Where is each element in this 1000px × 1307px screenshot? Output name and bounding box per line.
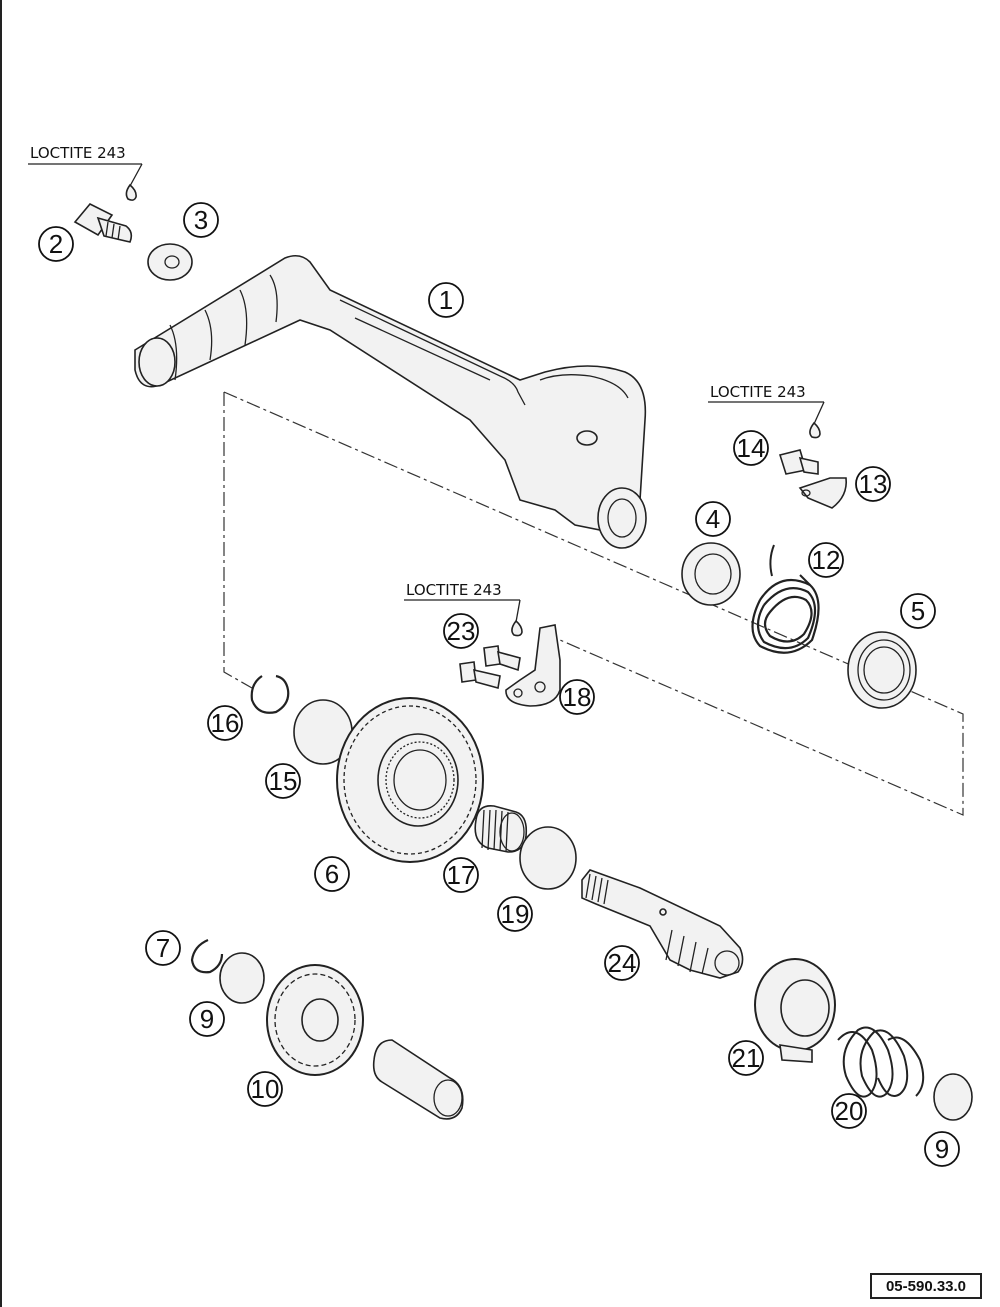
- callout-number: 23: [447, 616, 476, 646]
- callout-13: 13: [855, 466, 891, 502]
- washer-9-lower: [933, 1073, 973, 1121]
- kickstarter-shaft: [581, 869, 744, 979]
- kickstarter-gear: [336, 697, 484, 863]
- ratchet-gear: [754, 958, 836, 1063]
- callout-17: 17: [443, 857, 479, 893]
- callout-number: 9: [935, 1134, 949, 1164]
- callout-number: 24: [608, 948, 637, 978]
- callout-number: 1: [439, 285, 453, 315]
- callout-12: 12: [808, 542, 844, 578]
- idler-pin: [372, 1039, 464, 1120]
- callout-number: 12: [812, 545, 841, 575]
- loctite-note-3: LOCTITE 243: [404, 581, 523, 637]
- callout-24: 24: [604, 945, 640, 981]
- callout-number: 3: [194, 205, 208, 235]
- loctite-note-1: LOCTITE 243: [28, 144, 143, 201]
- callout-number: 4: [706, 504, 720, 534]
- callout-number: 15: [269, 766, 298, 796]
- callout-number: 13: [859, 469, 888, 499]
- callout-16: 16: [207, 705, 243, 741]
- callout-number: 21: [732, 1043, 761, 1073]
- washer-4: [681, 542, 741, 606]
- callout-7: 7: [145, 930, 181, 966]
- callout-number: 17: [447, 860, 476, 890]
- callout-18: 18: [559, 679, 595, 715]
- callout-14: 14: [733, 430, 769, 466]
- loctite-label-2: LOCTITE 243: [710, 383, 806, 401]
- callout-5: 5: [900, 593, 936, 629]
- callout-10: 10: [247, 1071, 283, 1107]
- callout-4: 4: [695, 501, 731, 537]
- page-border: [0, 0, 2, 1307]
- screw: [73, 203, 133, 243]
- callout-23: 23: [443, 613, 479, 649]
- callout-21: 21: [728, 1040, 764, 1076]
- drawing-code: 05-590.33.0: [870, 1273, 982, 1299]
- callout-20: 20: [831, 1093, 867, 1129]
- needle-bearing: [474, 804, 528, 853]
- callout-15: 15: [265, 763, 301, 799]
- callout-6: 6: [314, 856, 350, 892]
- callout-number: 20: [835, 1096, 864, 1126]
- callout-number: 9: [200, 1004, 214, 1034]
- callout-number: 18: [563, 682, 592, 712]
- torsion-spring: [751, 544, 820, 654]
- callout-number: 5: [911, 596, 925, 626]
- washer: [147, 243, 193, 281]
- circlip: [250, 674, 290, 714]
- bracket-and-bolt: [778, 449, 848, 509]
- callout-19: 19: [497, 896, 533, 932]
- loctite-drop-icon: [809, 421, 821, 439]
- callout-number: 10: [251, 1074, 280, 1104]
- callout-2: 2: [38, 226, 74, 262]
- return-spring: [837, 1026, 925, 1098]
- callout-1: 1: [428, 282, 464, 318]
- loctite-note-2: LOCTITE 243: [708, 383, 825, 439]
- callout-number: 7: [156, 933, 170, 963]
- loctite-label-1: LOCTITE 243: [30, 144, 126, 162]
- shim-washer: [519, 826, 577, 890]
- callout-number: 2: [49, 229, 63, 259]
- idler-gear: [266, 964, 364, 1076]
- washer-9: [219, 952, 265, 1004]
- callout-3: 3: [183, 202, 219, 238]
- callout-9-upper: 9: [189, 1001, 225, 1037]
- loctite-drop-icon: [511, 619, 523, 637]
- callout-number: 19: [501, 899, 530, 929]
- shaft-seal: [847, 631, 917, 709]
- assembly-axis-line: [223, 391, 964, 816]
- circlip-7: [190, 938, 224, 974]
- callout-number: 16: [211, 708, 240, 738]
- bolts: [459, 645, 521, 690]
- callout-number: 6: [325, 859, 339, 889]
- kickstarter-lever: [134, 254, 647, 549]
- loctite-drop-icon: [125, 183, 137, 201]
- callout-number: 14: [737, 433, 766, 463]
- loctite-label-3: LOCTITE 243: [406, 581, 502, 599]
- ratchet-guide: [505, 624, 561, 707]
- callout-9-lower: 9: [924, 1131, 960, 1167]
